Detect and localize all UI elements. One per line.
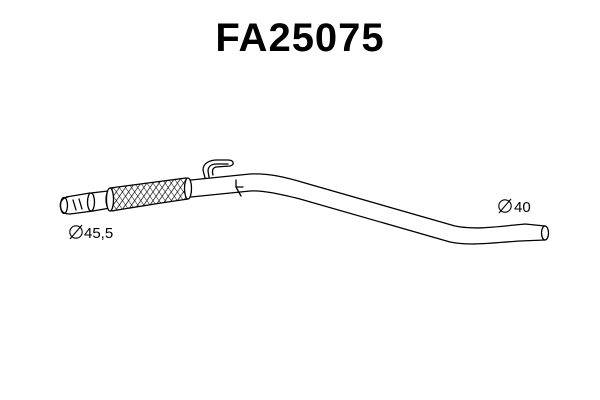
part-number-title: FA25075 [215, 16, 385, 60]
main-pipe [190, 173, 550, 245]
pipe-clip [235, 179, 244, 197]
flex-pipe-section [105, 177, 193, 212]
outlet-diameter-value: 40 [514, 199, 531, 216]
inlet-diameter-label: 45,5 [69, 224, 113, 242]
outlet-diameter-label: 40 [498, 198, 531, 216]
hanger-bracket [202, 159, 234, 179]
inlet-collar [59, 190, 113, 215]
inlet-diameter-value: 45,5 [84, 225, 113, 242]
